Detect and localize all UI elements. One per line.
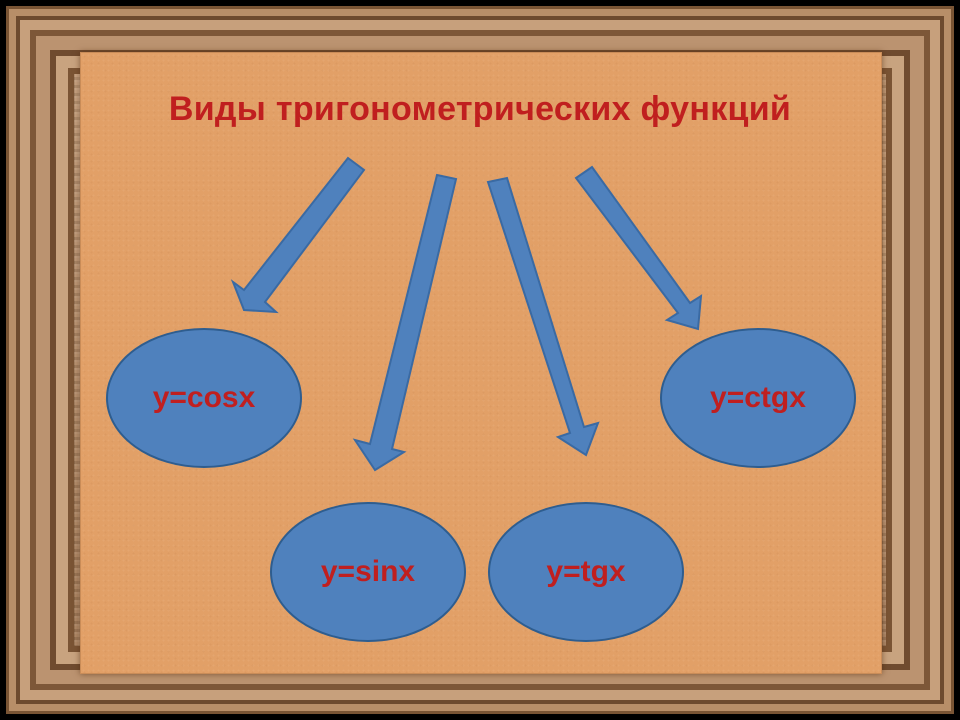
arrow-to-tg bbox=[486, 176, 600, 457]
oval-cos: y=cosx bbox=[106, 328, 302, 468]
label-ctg: y=ctgx bbox=[710, 381, 806, 414]
oval-ctg: y=ctgx bbox=[660, 328, 856, 468]
arrow-to-ctg bbox=[574, 165, 703, 331]
arrow-to-sin bbox=[352, 173, 458, 472]
oval-sin: y=sinx bbox=[270, 502, 466, 642]
label-sin: y=sinx bbox=[320, 555, 416, 588]
oval-tg: y=tgx bbox=[488, 502, 684, 642]
label-cos: y=cosx bbox=[152, 381, 256, 414]
label-tg: y=tgx bbox=[546, 555, 626, 588]
arrow-to-cos bbox=[230, 156, 366, 314]
slide-title: Виды тригонометрических функций bbox=[168, 90, 792, 128]
